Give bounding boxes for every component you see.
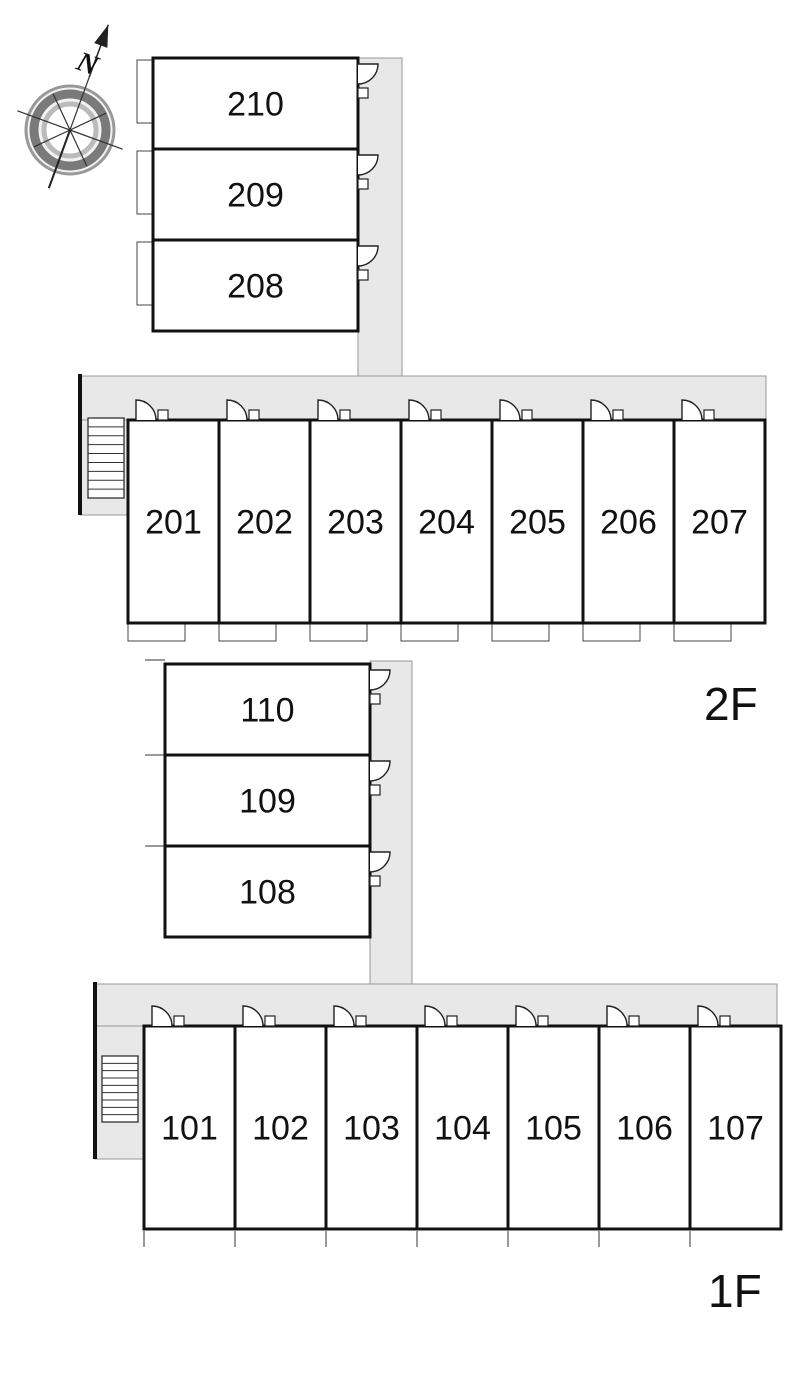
unit-107: 107 xyxy=(688,1005,783,1247)
unit-number: 103 xyxy=(343,1110,400,1148)
compass-rose-icon xyxy=(17,24,123,189)
unit-110: 110 xyxy=(145,659,391,757)
unit-108: 108 xyxy=(145,844,391,939)
unit-number: 107 xyxy=(707,1110,764,1148)
unit-number: 106 xyxy=(616,1110,673,1148)
unit-109: 109 xyxy=(145,753,391,848)
unit-number: 204 xyxy=(418,504,475,542)
unit-number: 104 xyxy=(434,1110,491,1148)
unit-209: 209 xyxy=(136,147,379,242)
unit-106: 106 xyxy=(597,1005,692,1247)
unit-number: 210 xyxy=(227,86,284,124)
unit-number: 110 xyxy=(240,692,294,730)
unit-202: 202 xyxy=(217,399,312,642)
unit-204: 204 xyxy=(399,399,494,642)
unit-number: 203 xyxy=(327,504,384,542)
unit-number: 102 xyxy=(252,1110,309,1148)
unit-201: 201 xyxy=(126,399,221,642)
unit-number: 205 xyxy=(509,504,566,542)
unit-207: 207 xyxy=(672,399,767,642)
unit-number: 209 xyxy=(227,177,284,215)
unit-208: 208 xyxy=(136,238,379,333)
floor-label-2f: 2F xyxy=(704,678,758,730)
floor-2f: 210 209 208 201 202 203 204 205 206 207 xyxy=(78,56,767,642)
floor-1f: 110 109 108 101 102 103 104 105 106 107 xyxy=(93,659,783,1247)
unit-number: 207 xyxy=(691,504,748,542)
unit-number: 109 xyxy=(239,783,296,821)
unit-101: 101 xyxy=(142,1005,237,1247)
unit-105: 105 xyxy=(506,1005,601,1247)
unit-206: 206 xyxy=(581,399,676,642)
unit-104: 104 xyxy=(415,1005,510,1247)
unit-number: 105 xyxy=(525,1110,582,1148)
unit-number: 202 xyxy=(236,504,293,542)
unit-102: 102 xyxy=(233,1005,328,1247)
floor-label-1f: 1F xyxy=(708,1265,762,1317)
compass-north-label: N xyxy=(72,46,104,83)
unit-number: 206 xyxy=(600,504,657,542)
unit-number: 108 xyxy=(239,874,296,912)
unit-number: 208 xyxy=(227,268,284,306)
unit-203: 203 xyxy=(308,399,403,642)
unit-210: 210 xyxy=(136,56,379,151)
unit-number: 201 xyxy=(145,504,202,542)
unit-number: 101 xyxy=(161,1110,218,1148)
unit-103: 103 xyxy=(324,1005,419,1247)
unit-205: 205 xyxy=(490,399,585,642)
